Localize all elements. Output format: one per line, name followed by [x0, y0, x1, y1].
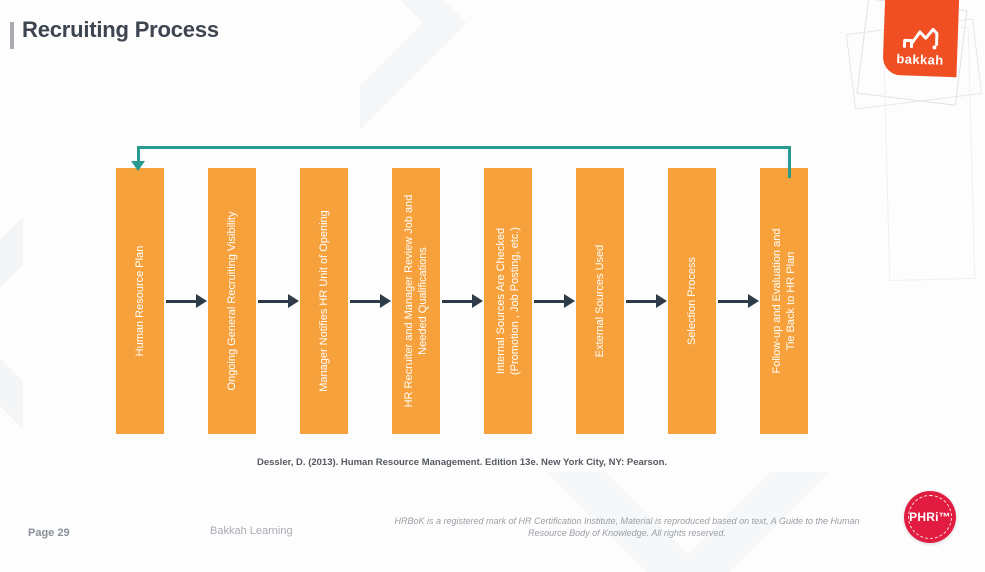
process-step-bar: External Sources Used	[576, 168, 624, 434]
flow-arrow-icon	[624, 168, 668, 434]
feedback-arrowhead-icon	[131, 161, 145, 171]
citation-text: Dessler, D. (2013). Human Resource Manag…	[256, 457, 668, 468]
process-step-bar: Internal Sources Are Checked (Promotion …	[484, 168, 532, 434]
flow-arrow-icon	[348, 168, 392, 434]
process-step-bar: HR Recruiter and Manager Review Job and …	[392, 168, 440, 434]
bakkah-logo-text: bakkah	[896, 51, 944, 68]
bakkah-logo: bakkah	[882, 0, 960, 78]
page-number: Page 29	[28, 527, 70, 539]
flow-arrow-icon	[256, 168, 300, 434]
feedback-arrow-line	[137, 148, 140, 162]
footer-brand-label: Bakkah Learning	[210, 525, 293, 537]
flow-arrow-icon	[716, 168, 760, 434]
process-flow-row: Human Resource Plan Ongoing General Recru…	[116, 168, 808, 434]
feedback-arrow-line	[137, 146, 791, 149]
feedback-arrow-line	[788, 146, 791, 178]
process-step-bar: Manager Notifies HR Unit of Opening	[300, 168, 348, 434]
process-step-label: External Sources Used	[593, 244, 606, 358]
background-watermark	[253, 0, 467, 130]
process-step-label: Manager Notifies HR Unit of Opening	[317, 210, 330, 392]
bakkah-logo-icon	[902, 27, 939, 50]
phri-badge: PHRi™	[904, 491, 956, 543]
header: Recruiting Process	[10, 17, 219, 49]
page-title: Recruiting Process	[22, 17, 219, 42]
footer-disclaimer: HRBoK is a registered mark of HR Certifi…	[394, 516, 860, 539]
background-watermark	[0, 216, 130, 430]
process-step-label: Internal Sources Are Checked (Promotion …	[494, 227, 521, 375]
process-step-label: HR Recruiter and Manager Review Job and …	[402, 194, 429, 408]
process-step-label: Follow-up and Evaluation and Tie Back to…	[770, 228, 797, 374]
flow-arrow-icon	[164, 168, 208, 434]
process-step-label: Selection Process	[685, 256, 698, 346]
process-step-label: Human Resource Plan	[133, 245, 146, 357]
process-step-bar: Ongoing General Recruiting Visibility	[208, 168, 256, 434]
process-step-bar: Follow-up and Evaluation and Tie Back to…	[760, 168, 808, 434]
phri-badge-ring	[908, 495, 952, 539]
process-step-bar: Human Resource Plan	[116, 168, 164, 434]
process-step-label: Ongoing General Recruiting Visibility	[225, 211, 238, 391]
flow-arrow-icon	[440, 168, 484, 434]
flow-arrow-icon	[532, 168, 576, 434]
title-accent-bar	[10, 22, 14, 49]
process-step-bar: Selection Process	[668, 168, 716, 434]
